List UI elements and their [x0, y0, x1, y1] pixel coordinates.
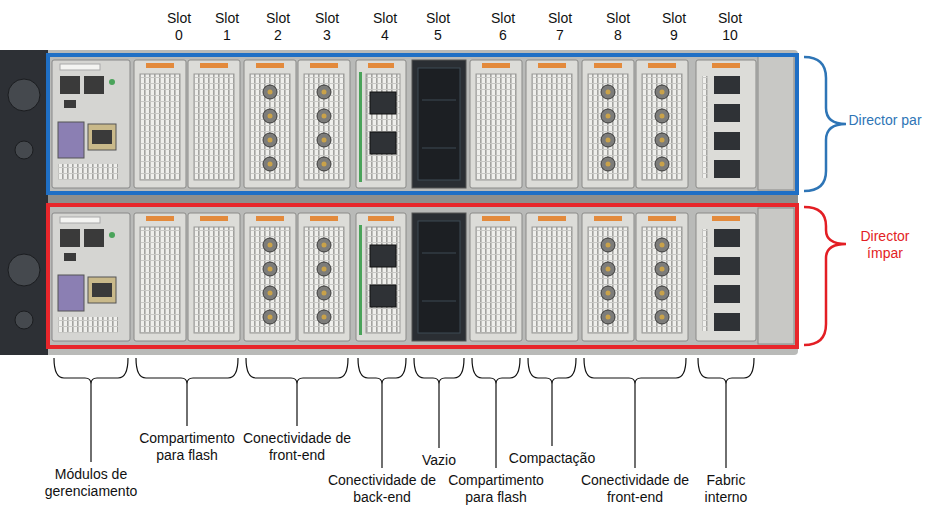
- slot-label: Slot 6: [486, 10, 520, 44]
- end-cap: [758, 208, 794, 344]
- power-supply: [0, 50, 48, 355]
- brace: [804, 207, 846, 345]
- component-label: Fabric interno: [694, 472, 758, 506]
- component-label: Compartimento para flash: [135, 430, 239, 464]
- component-label: Módulos de gerenciamento: [39, 466, 143, 500]
- director-cards: [52, 60, 756, 188]
- slot-label: Slot 4: [368, 10, 402, 44]
- brace: [804, 57, 846, 191]
- slot-label: Slot 5: [421, 10, 455, 44]
- slot-label: Slot 1: [210, 10, 244, 44]
- component-label: Conectividade de back-end: [324, 472, 440, 506]
- end-cap: [758, 56, 794, 190]
- component-label: Vazio: [409, 452, 469, 469]
- component-label: Conectividade de front-end: [577, 472, 693, 506]
- odd-director-outline: [48, 205, 797, 347]
- chassis: [0, 50, 798, 355]
- slot-label: Slot 7: [543, 10, 577, 44]
- slot-label: Slot 3: [310, 10, 344, 44]
- director-label: Director par: [848, 112, 922, 129]
- even-director-outline: [48, 55, 797, 193]
- component-label: Compartimento para flash: [444, 472, 548, 506]
- director-cards: [52, 213, 756, 341]
- slot-label: Slot 0: [162, 10, 196, 44]
- slot-label: Slot 10: [713, 10, 747, 44]
- slot-label: Slot 2: [261, 10, 295, 44]
- slot-label: Slot 8: [601, 10, 635, 44]
- brackets: [54, 358, 754, 468]
- component-label: Compactação: [502, 450, 602, 467]
- director-label: Director ímpar: [848, 228, 922, 262]
- component-label: Conectividade de front-end: [239, 430, 355, 464]
- slot-label: Slot 9: [657, 10, 691, 44]
